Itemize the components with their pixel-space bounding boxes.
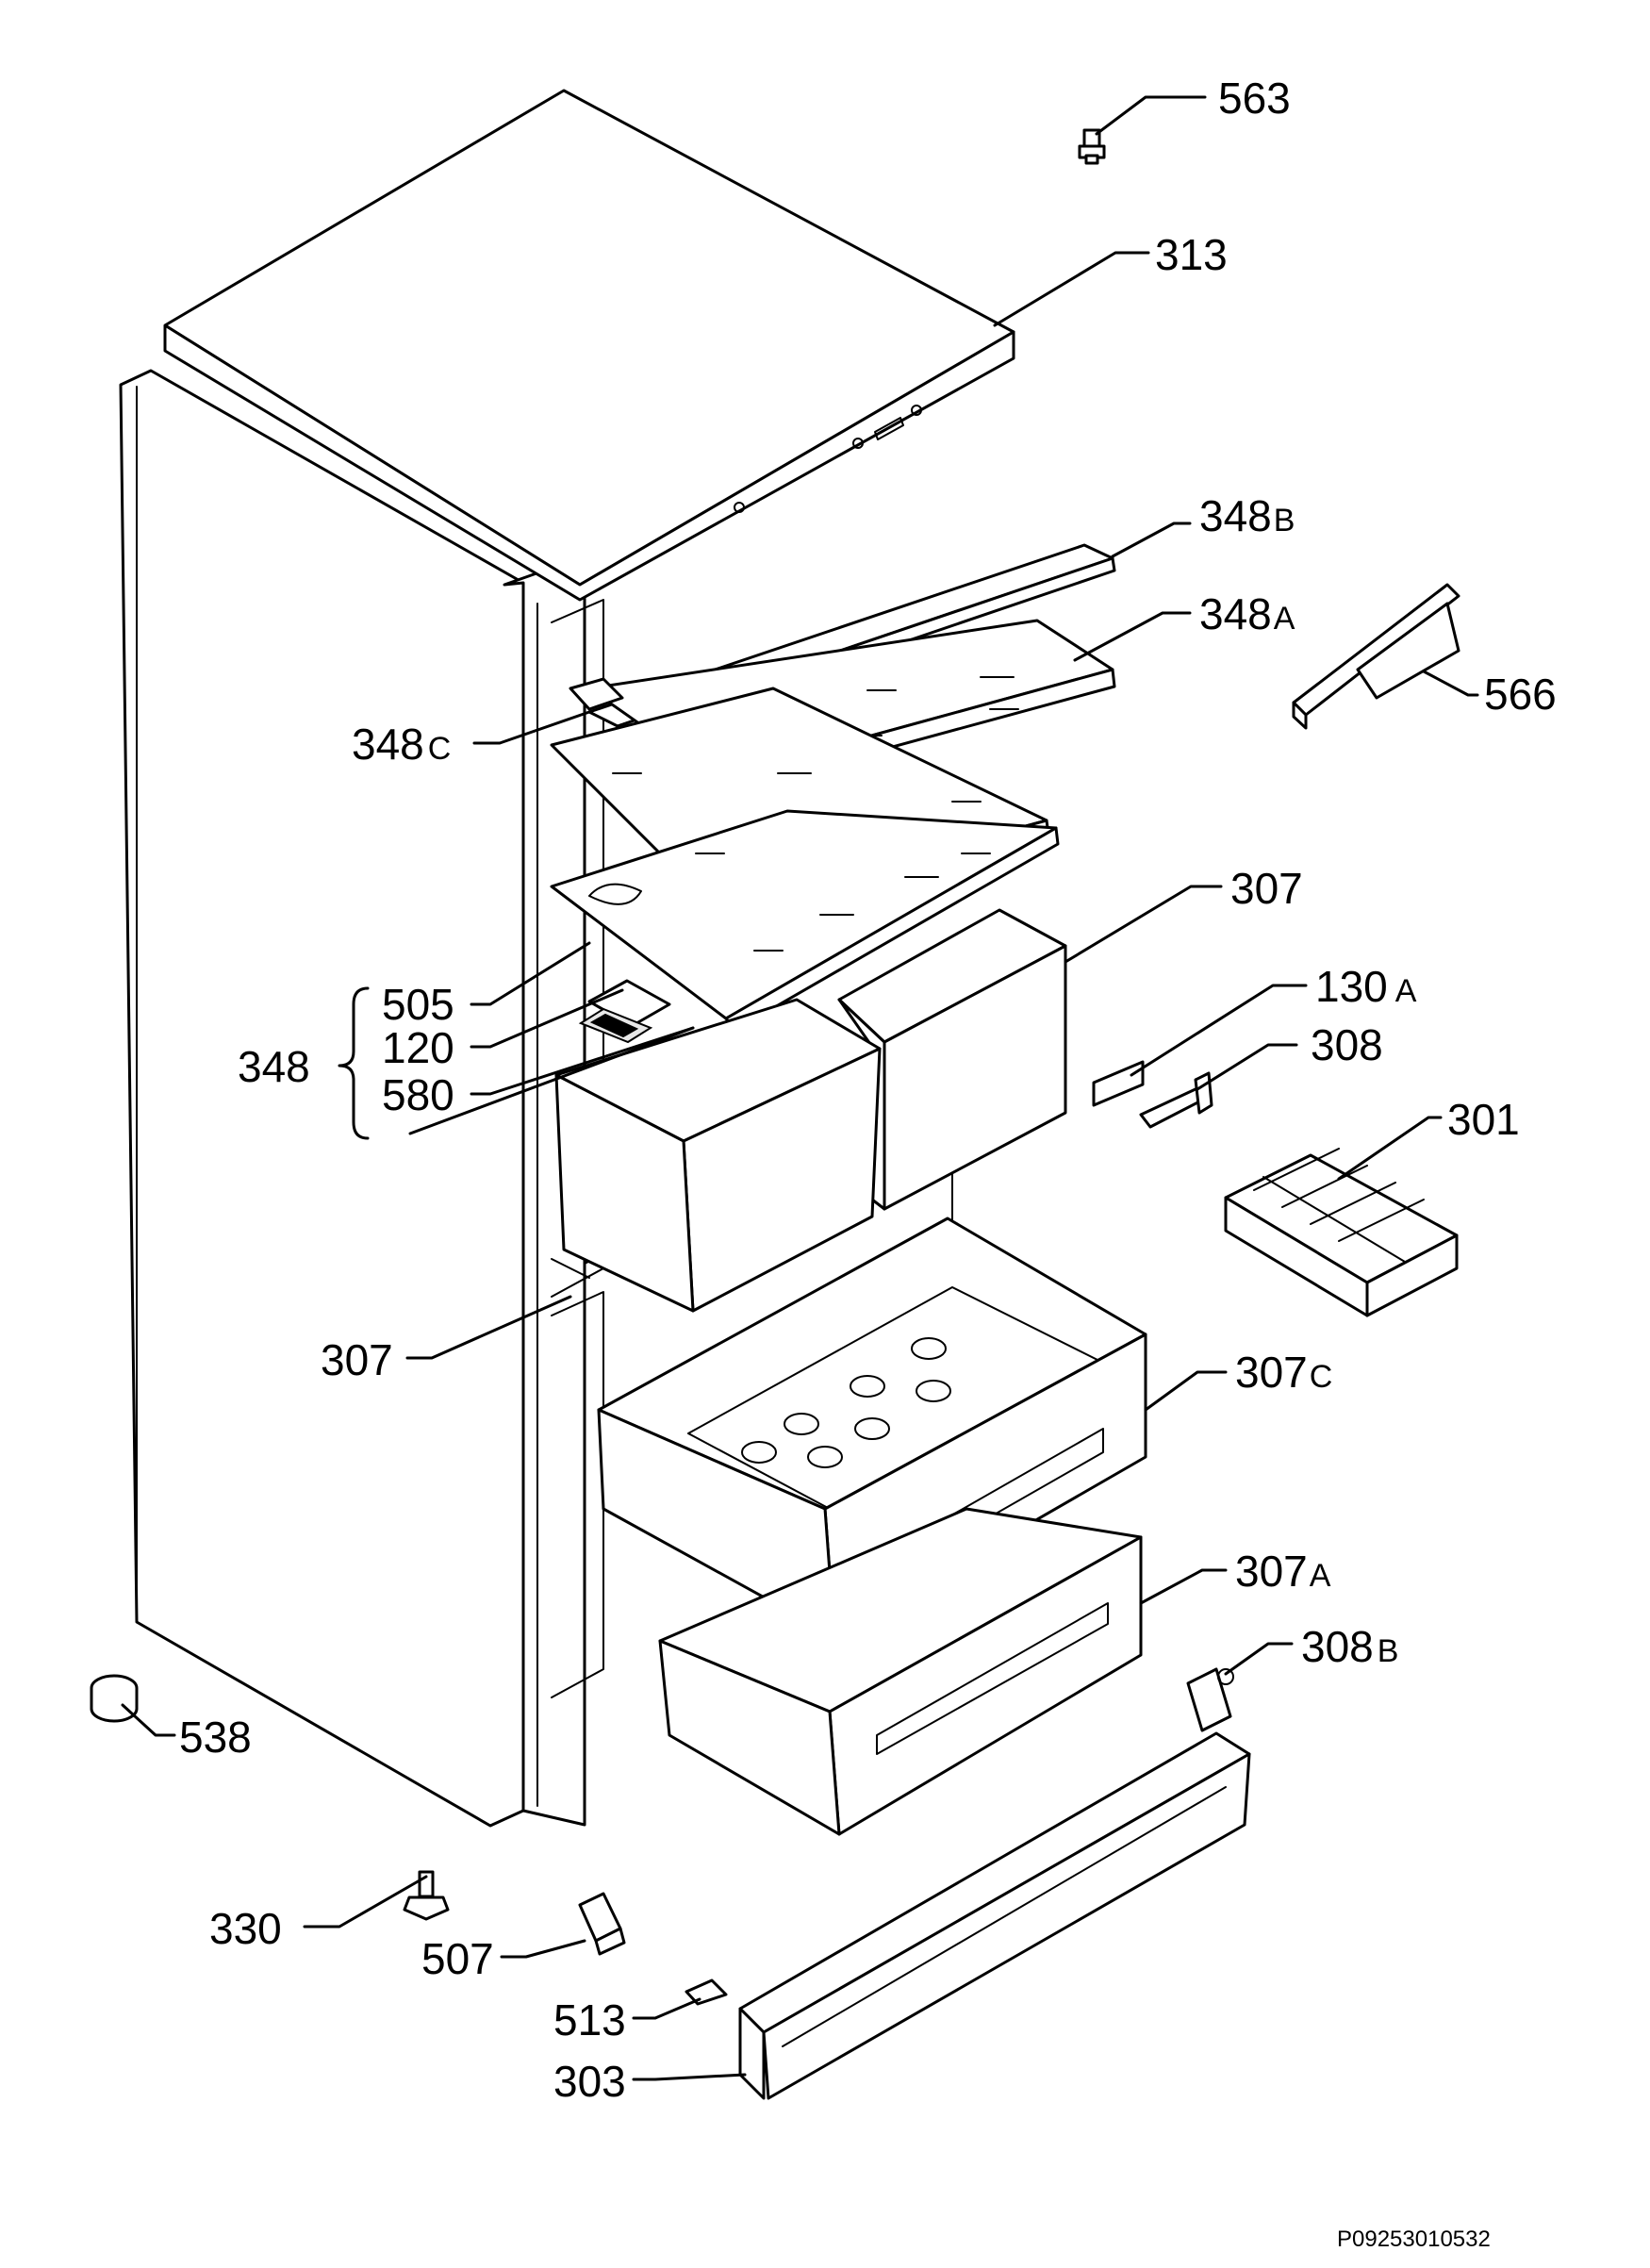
label-563: 563 xyxy=(1218,74,1291,123)
label-307-lower: 307 xyxy=(321,1335,393,1384)
clip-507 xyxy=(578,1892,626,1956)
door-handle-303 xyxy=(738,1731,1251,2100)
label-348a: 348A xyxy=(1199,589,1295,638)
control-panel xyxy=(578,979,671,1044)
label-507: 507 xyxy=(421,1934,494,1983)
label-307-upper: 307 xyxy=(1230,864,1303,913)
crisper-drawer-307a xyxy=(658,1507,1143,1836)
adjustable-foot-330 xyxy=(403,1870,450,1921)
shelf-348c-trim xyxy=(569,677,624,711)
hinge-308 xyxy=(1139,1071,1213,1129)
label-308: 308 xyxy=(1311,1020,1383,1069)
label-580: 580 xyxy=(382,1070,454,1119)
door-bracket-566 xyxy=(1292,583,1460,730)
ice-tray-301 xyxy=(1224,1148,1459,1317)
top-cover xyxy=(163,89,1015,602)
refrigerator-cabinet xyxy=(119,369,972,1828)
leader-lines xyxy=(121,95,1479,2081)
foot-538 xyxy=(90,1674,139,1723)
label-307a: 307A xyxy=(1235,1547,1331,1596)
hinge-pin-563 xyxy=(1078,128,1106,165)
label-120: 120 xyxy=(382,1023,454,1072)
hinge-308b xyxy=(1186,1667,1234,1732)
label-307c: 307C xyxy=(1235,1348,1332,1397)
cover-513 xyxy=(685,1978,728,2006)
label-348: 348 xyxy=(238,1042,310,1091)
label-313: 313 xyxy=(1155,230,1228,279)
label-303: 303 xyxy=(553,2057,626,2106)
label-513: 513 xyxy=(553,1995,626,2045)
group-brace-348 xyxy=(338,986,370,1140)
freezer-drawer-left xyxy=(554,998,882,1313)
label-301: 301 xyxy=(1447,1095,1520,1144)
label-566: 566 xyxy=(1484,670,1557,719)
label-348b: 348B xyxy=(1199,491,1295,540)
label-330: 330 xyxy=(209,1904,282,1953)
shelf-glass-lower xyxy=(550,809,1060,1032)
reference-code: P09253010532 xyxy=(1337,2227,1491,2252)
lamp-cover-130a xyxy=(1092,1060,1145,1107)
label-505: 505 xyxy=(382,980,454,1029)
label-538: 538 xyxy=(179,1713,252,1762)
